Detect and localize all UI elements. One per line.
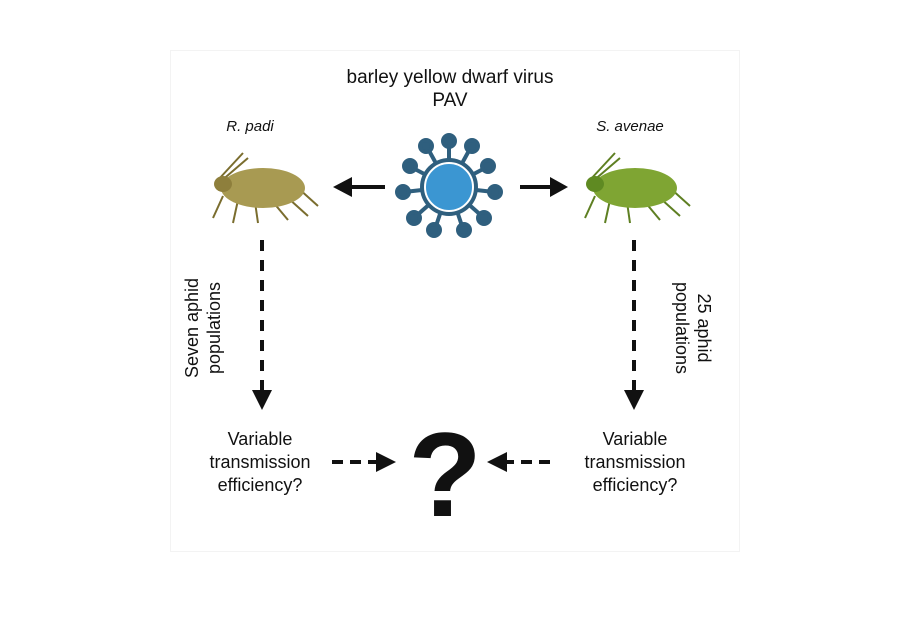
dashed-arrow-left-down xyxy=(252,240,272,410)
outcome-line: Variable xyxy=(227,429,293,449)
question-mark: ? xyxy=(408,408,482,542)
virus-name: barley yellow dwarf virus xyxy=(346,67,554,88)
left-population-line1: Seven aphid xyxy=(182,277,202,379)
virus-icon xyxy=(395,133,503,238)
diagram-panel xyxy=(170,50,740,552)
left-outcome: Variable transmission efficiency? xyxy=(190,428,330,497)
dashed-arrow-right-to-question xyxy=(487,452,550,472)
dashed-arrow-left-to-question xyxy=(332,452,396,472)
aphid-r-padi-icon xyxy=(212,152,319,224)
left-population-label: Seven aphid populations xyxy=(181,268,225,388)
right-population-line2: populations xyxy=(672,281,692,375)
outcome-line: transmission xyxy=(209,452,311,472)
right-population-line1: 25 aphid xyxy=(694,293,714,363)
right-outcome: Variable transmission efficiency? xyxy=(565,428,705,497)
virus-strain: PAV xyxy=(432,90,468,111)
outcome-line: Variable xyxy=(602,429,668,449)
outcome-line: efficiency? xyxy=(592,475,678,495)
outcome-line: efficiency? xyxy=(217,475,303,495)
arrow-virus-to-r-padi xyxy=(333,177,385,197)
right-population-label: 25 aphid populations xyxy=(671,268,715,388)
species-label-s-avenae: S. avenae xyxy=(596,118,664,135)
outcome-line: transmission xyxy=(584,452,686,472)
arrow-virus-to-s-avenae xyxy=(520,177,568,197)
dashed-arrow-right-down xyxy=(624,240,644,410)
virus-title: barley yellow dwarf virus PAV xyxy=(300,66,600,112)
left-population-line2: populations xyxy=(204,281,224,375)
aphid-s-avenae-icon xyxy=(584,152,691,224)
species-label-r-padi: R. padi xyxy=(226,118,274,135)
